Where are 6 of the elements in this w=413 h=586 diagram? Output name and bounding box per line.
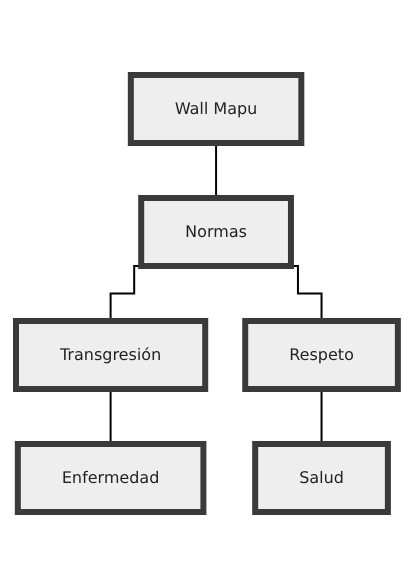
node-box: Enfermedad xyxy=(14,440,206,514)
node-box: Transgresión xyxy=(12,318,208,392)
node-box: Wall Mapu xyxy=(127,72,304,146)
node-box: Salud xyxy=(252,440,390,514)
node-box: Normas xyxy=(138,194,294,268)
node-box: Respeto xyxy=(242,318,400,392)
